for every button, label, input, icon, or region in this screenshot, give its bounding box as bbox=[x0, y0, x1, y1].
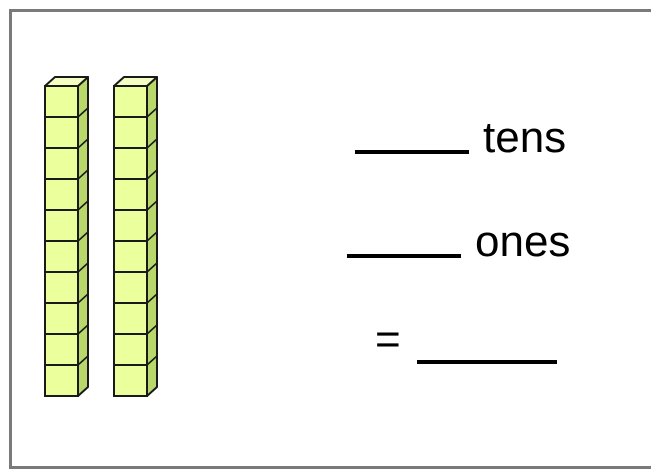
unit-cube bbox=[44, 364, 79, 397]
unit-cube bbox=[113, 178, 148, 211]
tens-label: tens bbox=[483, 113, 567, 162]
cube-seam bbox=[77, 200, 89, 211]
total-row: = bbox=[375, 315, 557, 364]
cube-seam bbox=[77, 138, 89, 149]
cube-seam bbox=[146, 262, 158, 273]
ten-rod bbox=[113, 76, 158, 397]
unit-cube bbox=[113, 116, 148, 149]
cube-seam bbox=[77, 262, 89, 273]
unit-cube bbox=[113, 302, 148, 335]
ones-label: ones bbox=[475, 217, 571, 266]
cube-seam bbox=[146, 293, 158, 304]
cube-seam bbox=[77, 293, 89, 304]
unit-cube bbox=[44, 85, 79, 118]
cube-seam bbox=[77, 169, 89, 180]
cube-seam bbox=[77, 107, 89, 118]
cube-seam bbox=[146, 138, 158, 149]
unit-cube bbox=[44, 209, 79, 242]
cube-seam bbox=[77, 231, 89, 242]
unit-cube bbox=[44, 147, 79, 180]
cube-seam bbox=[146, 324, 158, 335]
cube-seam bbox=[77, 324, 89, 335]
equals-sign: = bbox=[375, 315, 401, 364]
unit-cube bbox=[44, 240, 79, 273]
unit-cube bbox=[44, 116, 79, 149]
unit-cube bbox=[113, 271, 148, 304]
unit-cube bbox=[44, 333, 79, 366]
ones-answer-blank[interactable] bbox=[347, 254, 461, 258]
ones-row: ones bbox=[347, 220, 570, 264]
unit-cube bbox=[44, 271, 79, 304]
ten-rod bbox=[44, 76, 89, 397]
unit-cube bbox=[113, 364, 148, 397]
unit-cube bbox=[113, 209, 148, 242]
cube-seam bbox=[146, 200, 158, 211]
base-ten-blocks bbox=[44, 76, 158, 397]
unit-cube bbox=[44, 302, 79, 335]
unit-cube bbox=[113, 240, 148, 273]
unit-cube bbox=[113, 333, 148, 366]
unit-cube bbox=[113, 85, 148, 118]
cube-seam bbox=[77, 355, 89, 366]
cube-seam bbox=[146, 231, 158, 242]
unit-cube bbox=[44, 178, 79, 211]
total-answer-blank[interactable] bbox=[416, 360, 557, 364]
cube-seam bbox=[146, 169, 158, 180]
cube-seam bbox=[146, 107, 158, 118]
unit-cube bbox=[113, 147, 148, 180]
tens-answer-blank[interactable] bbox=[355, 150, 469, 154]
cube-seam bbox=[146, 355, 158, 366]
tens-row: tens bbox=[355, 116, 566, 160]
